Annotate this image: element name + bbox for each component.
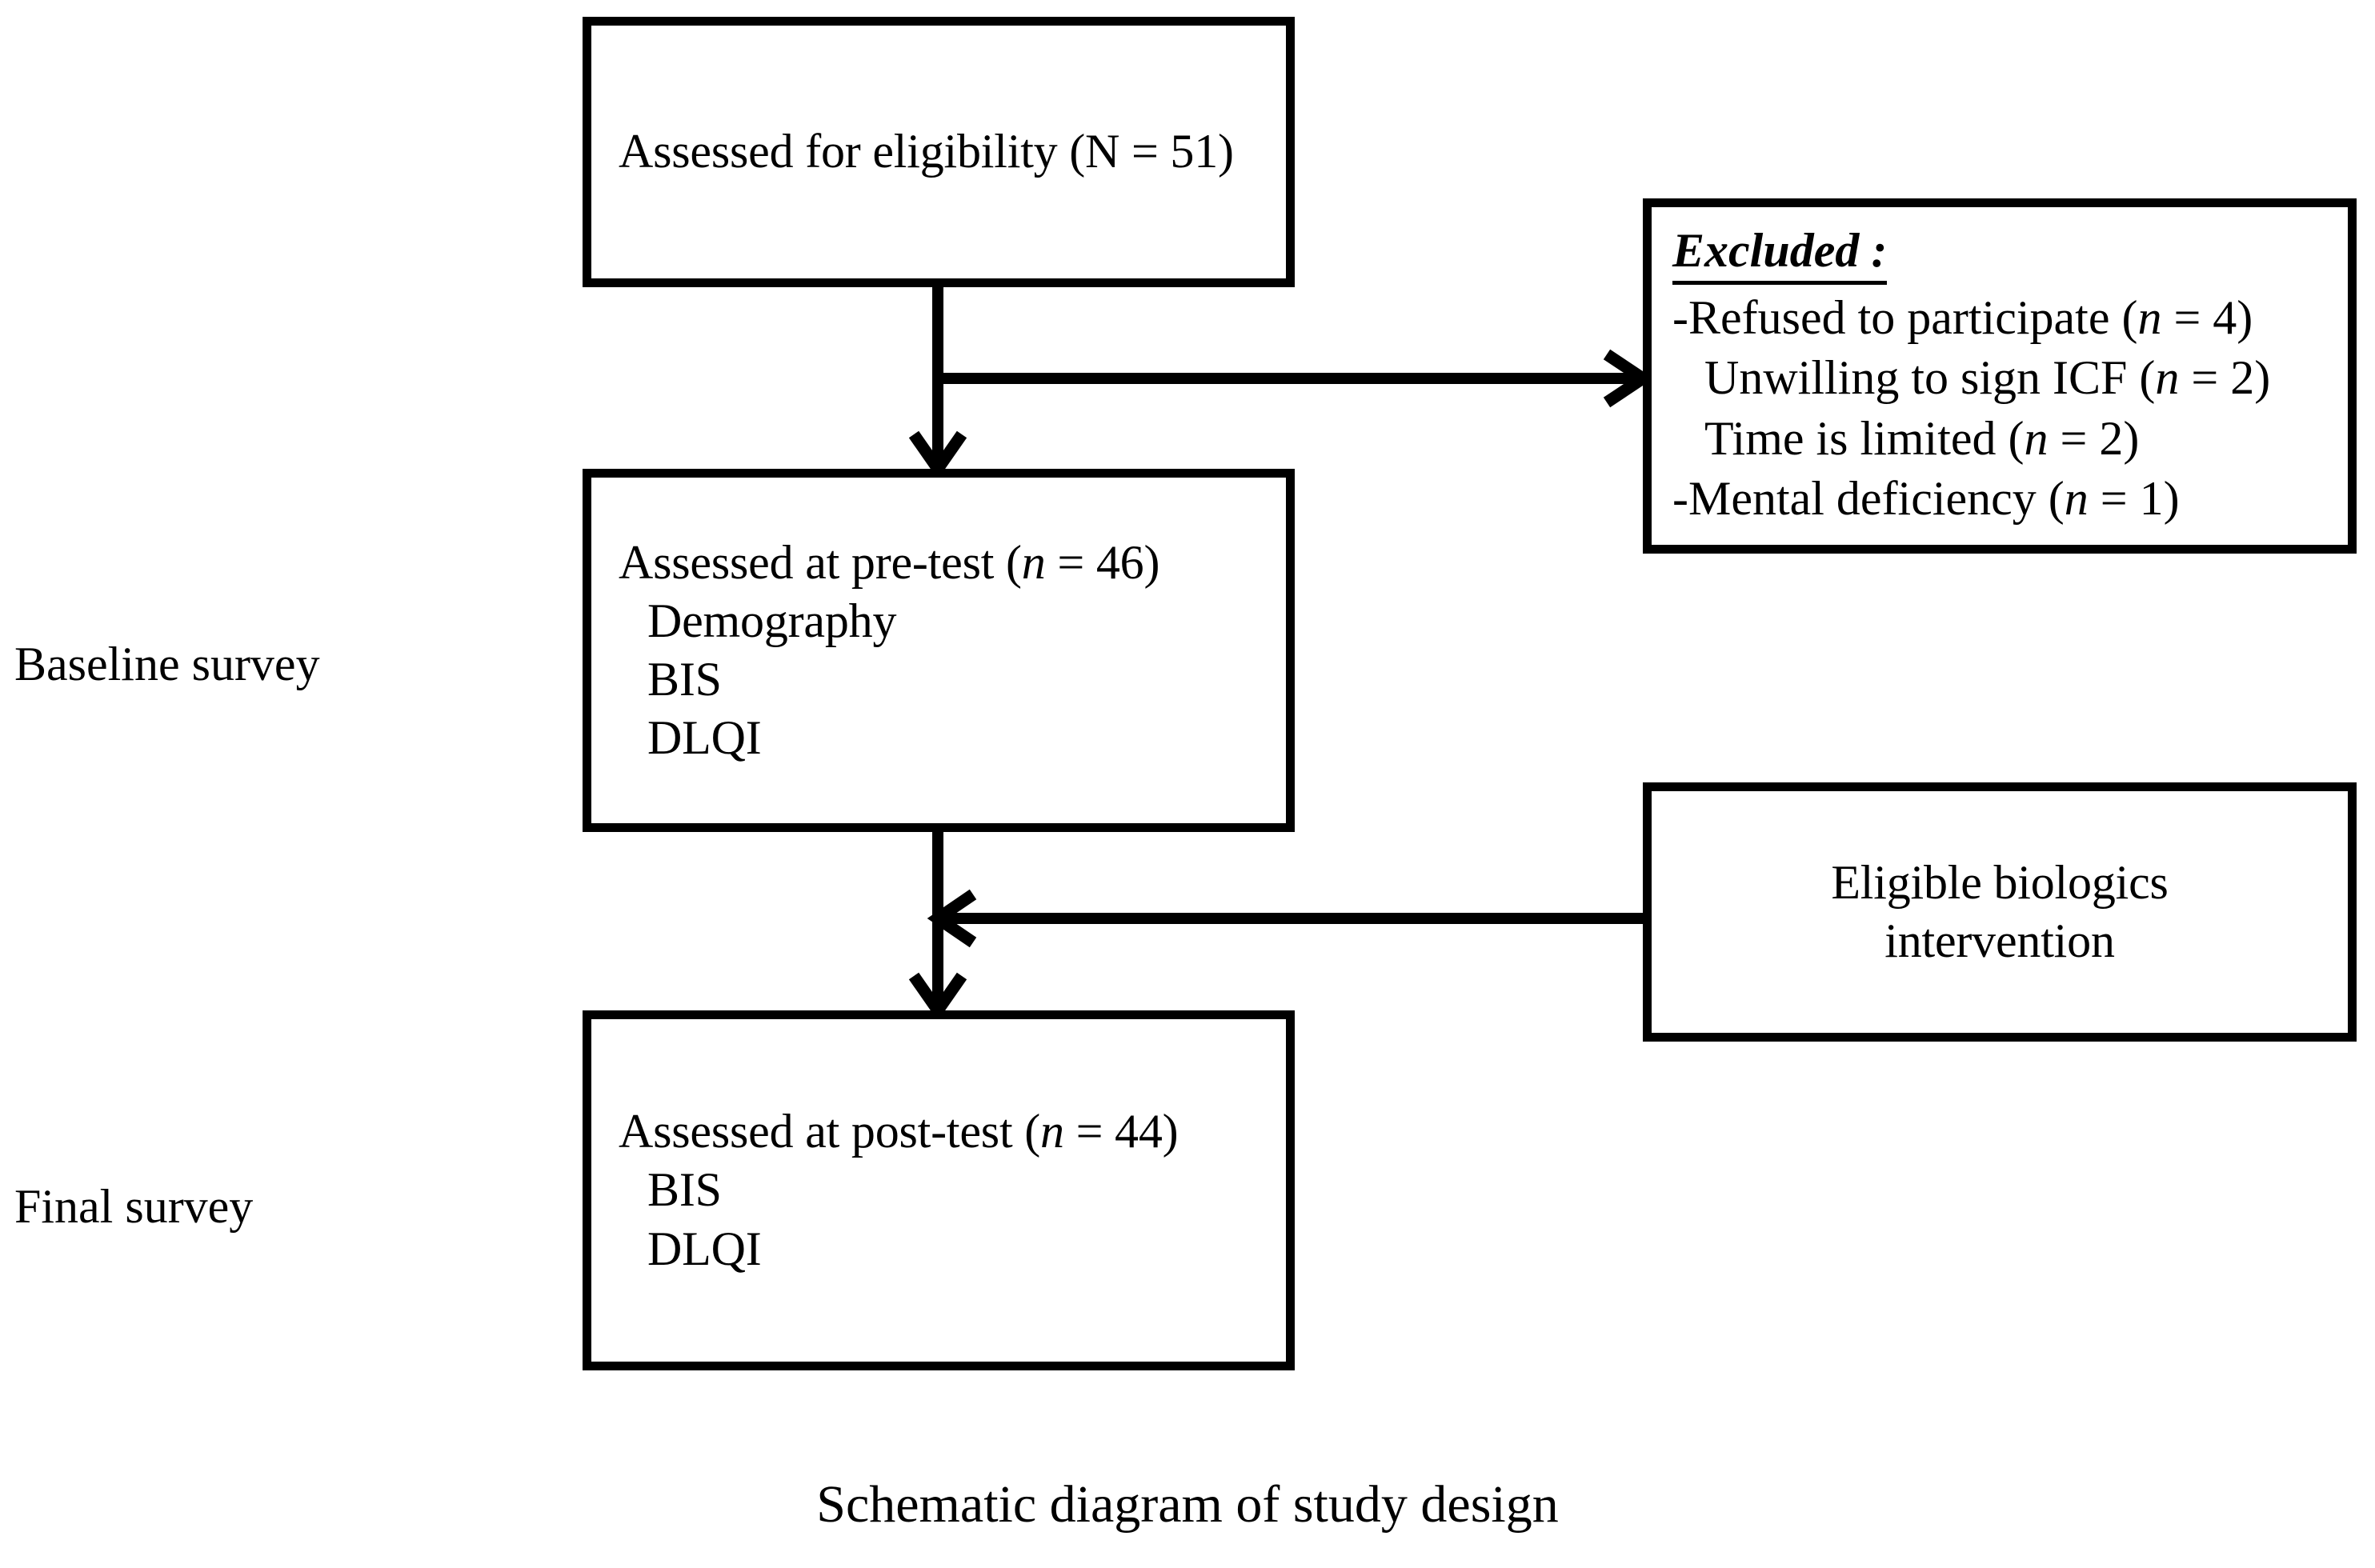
- excluded-item-1-prefix: -: [1672, 290, 1688, 344]
- connector-eligibility-to-pretest: [908, 287, 967, 480]
- box-text-excluded: Excluded : -Refused to participate (n = …: [1652, 222, 2348, 530]
- connector-pretest-to-posttest: [908, 832, 967, 1022]
- posttest-measure-2: DLQI: [647, 1222, 762, 1275]
- pretest-measure-1: Demography: [647, 594, 897, 647]
- biologics-line-1: Eligible biologics: [1831, 855, 2169, 909]
- excluded-item-4-prefix: -: [1672, 472, 1688, 526]
- excluded-item-3: Time is limited (n = 2): [1672, 409, 2348, 470]
- pretest-title-count: = 46): [1045, 535, 1160, 589]
- eligibility-line-1: Assessed for eligibility (N = 51): [619, 125, 1234, 178]
- connector-biologics-to-flow: [927, 889, 1643, 948]
- stage-label-final-survey: Final survey: [14, 1180, 254, 1233]
- box-assessed-at-pre-test: Assessed at pre-test (n = 46) Demography…: [583, 469, 1295, 832]
- excluded-item-1-count: = 4): [2161, 290, 2253, 344]
- box-assessed-at-post-test: Assessed at post-test (n = 44) BIS DLQI: [583, 1010, 1295, 1370]
- box-text-posttest: Assessed at post-test (n = 44) BIS DLQI: [591, 1102, 1286, 1278]
- stage-label-baseline-survey: Baseline survey: [14, 638, 320, 690]
- pretest-title-text: Assessed at pre-test (: [619, 535, 1022, 589]
- excluded-item-4: -Mental deficiency (n = 1): [1672, 469, 2348, 530]
- box-text-pretest: Assessed at pre-test (n = 46) Demography…: [591, 534, 1286, 768]
- excluded-item-1-n: n: [2137, 290, 2162, 344]
- excluded-item-1: -Refused to participate (n = 4): [1672, 288, 2348, 349]
- excluded-item-2-text: Unwilling to sign ICF (: [1704, 351, 2156, 405]
- figure-caption: Schematic diagram of study design: [816, 1475, 1559, 1534]
- posttest-title-text: Assessed at post-test (: [619, 1105, 1040, 1158]
- excluded-item-1-text: Refused to participate (: [1688, 290, 2138, 344]
- posttest-measure-1: BIS: [647, 1163, 722, 1217]
- excluded-item-2-count: = 2): [2179, 351, 2271, 405]
- pretest-title-n: n: [1021, 535, 1046, 589]
- excluded-item-4-n: n: [2064, 472, 2089, 526]
- box-text-biologics: Eligible biologics intervention: [1652, 854, 2348, 970]
- pretest-title: Assessed at pre-test (n = 46): [619, 534, 1259, 592]
- excluded-item-3-n: n: [2024, 411, 2049, 465]
- pretest-measure-2: BIS: [647, 653, 722, 706]
- box-excluded: Excluded : -Refused to participate (n = …: [1643, 198, 2357, 554]
- excluded-item-3-text: Time is limited (: [1704, 411, 2025, 465]
- pretest-measure-3: DLQI: [647, 711, 762, 765]
- box-assessed-for-eligibility: Assessed for eligibility (N = 51): [583, 17, 1295, 287]
- excluded-item-4-count: = 1): [2088, 472, 2180, 526]
- connector-eligibility-to-excluded: [938, 349, 1654, 408]
- biologics-line-2: intervention: [1884, 914, 2115, 967]
- excluded-item-4-text: Mental deficiency (: [1688, 472, 2065, 526]
- posttest-title-n: n: [1040, 1105, 1064, 1158]
- excluded-item-2-n: n: [2155, 351, 2180, 405]
- posttest-title: Assessed at post-test (n = 44): [619, 1102, 1259, 1161]
- excluded-item-2: Unwilling to sign ICF (n = 2): [1672, 348, 2348, 409]
- posttest-title-count: = 44): [1063, 1105, 1179, 1158]
- excluded-item-3-count: = 2): [2048, 411, 2140, 465]
- box-text-eligibility: Assessed for eligibility (N = 51): [591, 122, 1286, 181]
- excluded-heading: Excluded :: [1672, 222, 1888, 285]
- box-eligible-biologics-intervention: Eligible biologics intervention: [1643, 782, 2357, 1042]
